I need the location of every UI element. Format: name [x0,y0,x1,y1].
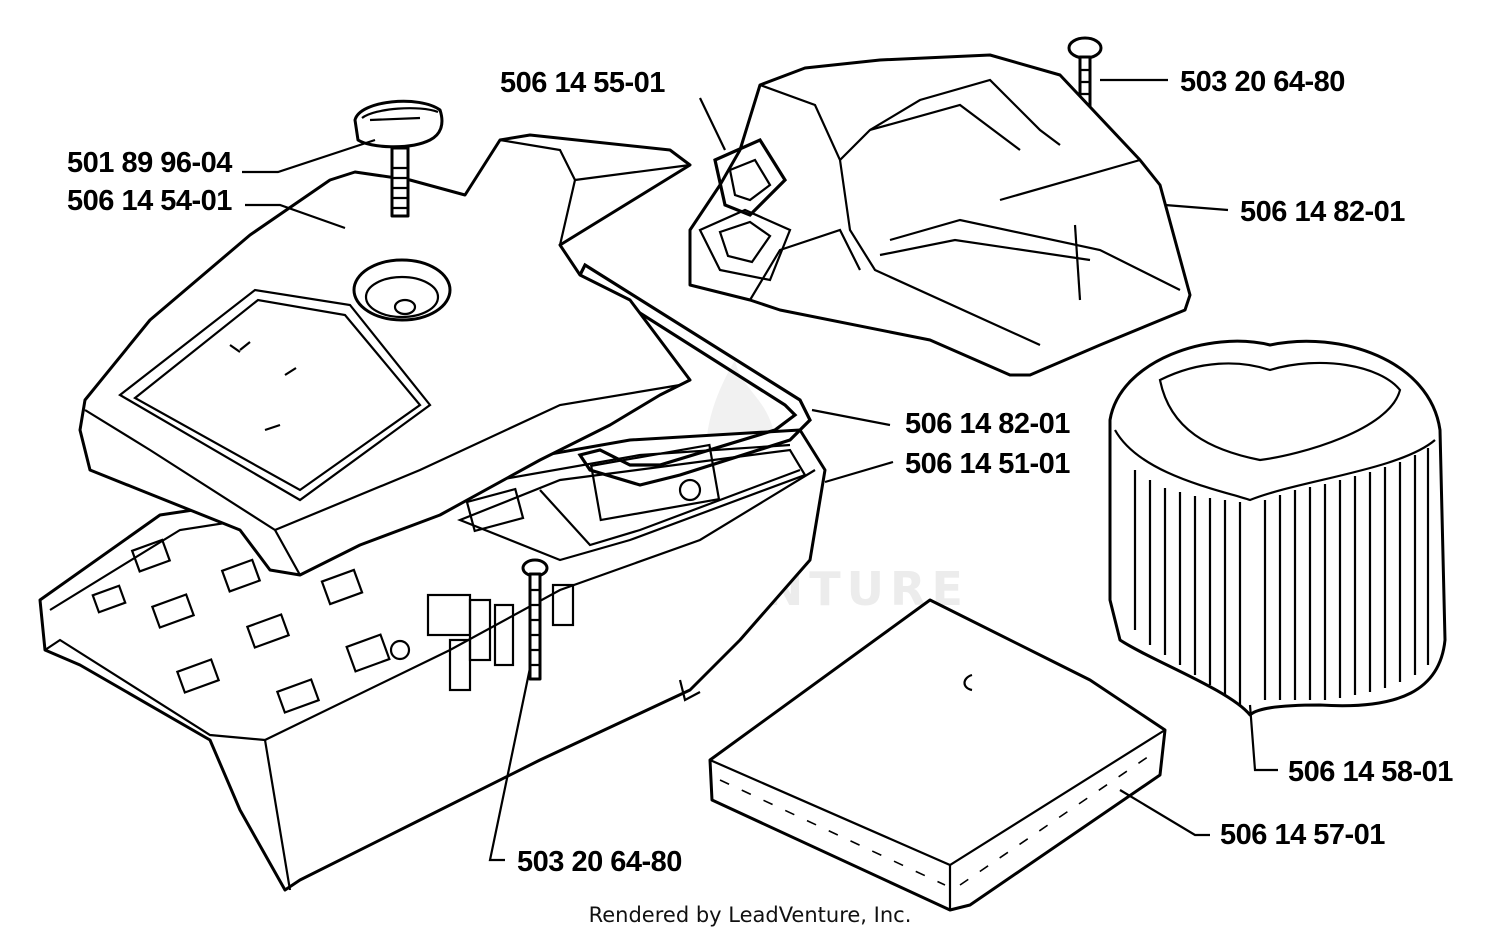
label-upper-cover: 506 14 82-01 [1240,196,1405,228]
label-cylinder-filter: 506 14 58-01 [1288,756,1453,788]
foam-prefilter [708,598,1167,912]
base-housing [38,428,827,892]
leader-lines [242,78,1278,862]
gasket-lower [577,262,812,487]
upper-cover [688,53,1192,377]
label-screw-upper: 503 20 64-80 [1180,66,1345,98]
part-labels: 506 14 55-01 503 20 64-80 501 89 96-04 5… [67,66,1454,878]
top-cover [78,133,692,577]
label-foam-prefilter: 506 14 57-01 [1220,819,1385,851]
label-gasket: 506 14 82-01 [905,408,1070,440]
credit-footer: Rendered by LeadVenture, Inc. [588,903,912,927]
cylinder-filter [1108,339,1447,717]
label-top-cover: 506 14 54-01 [67,185,232,217]
label-seal: 506 14 55-01 [500,67,665,99]
cap-knob [353,99,444,218]
screw-upper [1067,36,1103,131]
screw-lower [521,558,549,681]
seal [713,137,788,217]
label-screw-lower: 503 20 64-80 [517,846,682,878]
label-cap-knob: 501 89 96-04 [67,147,232,179]
label-base-housing: 506 14 51-01 [905,448,1070,480]
